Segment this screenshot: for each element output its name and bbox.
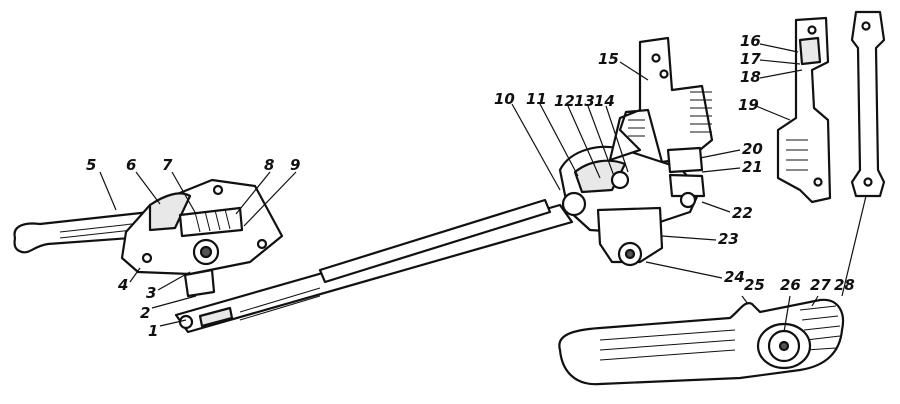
callout-24: 24 [724, 268, 745, 286]
striker-plate [776, 16, 832, 204]
callout-18: 18 [740, 68, 761, 86]
callout-8: 8 [264, 156, 274, 174]
callout-23: 23 [718, 230, 739, 248]
callout-5: 5 [86, 156, 96, 174]
callout-7: 7 [162, 156, 173, 174]
callout-22: 22 [732, 204, 753, 222]
callout-28: 28 [834, 276, 855, 294]
connecting-rod [174, 198, 574, 334]
callout-numbers: 1 2 3 4 5 6 7 8 9 10 11 12 13 14 15 16 1… [86, 32, 855, 340]
callout-25: 25 [744, 276, 765, 294]
leader-lines [99, 43, 867, 333]
callout-20: 20 [742, 140, 763, 158]
callout-11: 11 [526, 90, 547, 108]
inner-door-handle [13, 210, 164, 254]
callout-14: 14 [594, 92, 615, 110]
callout-2: 2 [140, 304, 150, 322]
callout-10: 10 [494, 90, 515, 108]
lock-lever-bracket [608, 36, 714, 174]
callout-16: 16 [740, 32, 761, 50]
retainer-plate [850, 10, 886, 198]
callout-12: 12 [554, 92, 575, 110]
callout-6: 6 [126, 156, 136, 174]
outer-door-handle [558, 298, 845, 386]
callout-4: 4 [117, 276, 128, 294]
callout-19: 19 [738, 96, 759, 114]
callout-15: 15 [598, 50, 619, 68]
callout-27: 27 [810, 276, 831, 294]
callout-17: 17 [740, 50, 761, 68]
inner-lock-mechanism [120, 178, 284, 298]
callout-3: 3 [146, 284, 156, 302]
callout-13: 13 [574, 92, 595, 110]
callout-9: 9 [290, 156, 300, 174]
callout-1: 1 [148, 322, 158, 340]
callout-21: 21 [742, 158, 763, 176]
callout-26: 26 [780, 276, 801, 294]
